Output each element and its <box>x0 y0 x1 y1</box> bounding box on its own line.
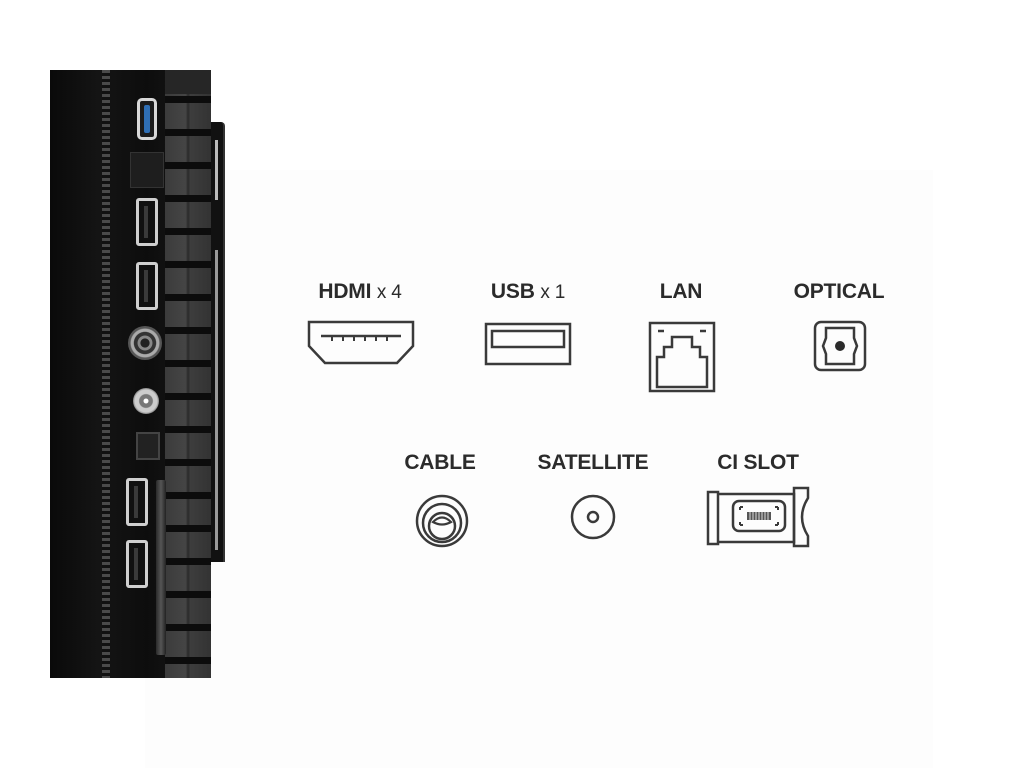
ci-slot-label: CI SLOT <box>717 451 799 474</box>
tv-rear-grille <box>165 70 211 678</box>
legend-ci-slot: CI SLOT <box>700 451 816 475</box>
tv-side-bracket <box>211 122 225 562</box>
usb-port-icon <box>484 322 572 366</box>
hdmi-label: HDMI <box>318 280 372 303</box>
tv-side-ports-photo <box>50 70 225 678</box>
tv-vent-strip <box>102 70 110 678</box>
hdmi-count: x 4 <box>376 282 402 303</box>
ci-module-icon <box>706 486 810 548</box>
tv-hdmi-port-3 <box>126 478 148 526</box>
tv-satellite-port <box>133 388 159 414</box>
cable-label: CABLE <box>404 451 476 474</box>
legend-label: USB x 1 <box>472 280 584 304</box>
legend-cable: CABLE <box>390 451 490 475</box>
legend-usb: USB x 1 <box>472 280 584 304</box>
tv-hdmi-port-2 <box>136 262 158 310</box>
legend-optical: OPTICAL <box>780 280 898 304</box>
legend-label: HDMI x 4 <box>300 280 420 304</box>
lan-label: LAN <box>659 280 703 303</box>
tv-grille-top <box>165 70 211 94</box>
background-panel <box>145 170 933 768</box>
legend-hdmi: HDMI x 4 <box>300 280 420 304</box>
legend-lan: LAN <box>640 280 722 304</box>
satellite-port-icon <box>569 493 617 541</box>
legend-satellite: SATELLITE <box>527 451 659 475</box>
tv-hdmi-port-1 <box>136 198 158 246</box>
bracket-highlight <box>215 250 218 550</box>
tv-cable-port <box>128 326 162 360</box>
tv-usb-port <box>137 98 157 140</box>
bracket-highlight <box>215 140 218 200</box>
usb-count: x 1 <box>540 282 566 303</box>
hdmi-port-icon <box>307 320 415 366</box>
usb-label: USB <box>490 280 535 303</box>
tv-hdmi-port-4 <box>126 540 148 588</box>
ethernet-port-icon <box>648 321 716 393</box>
tv-ci-slot <box>156 480 166 655</box>
optical-port-icon <box>813 320 867 372</box>
tv-lan-port <box>130 152 164 188</box>
optical-label: OPTICAL <box>793 280 885 303</box>
satellite-label: SATELLITE <box>537 451 649 474</box>
coax-cable-port-icon <box>413 493 471 549</box>
tv-optical-port <box>136 432 160 460</box>
